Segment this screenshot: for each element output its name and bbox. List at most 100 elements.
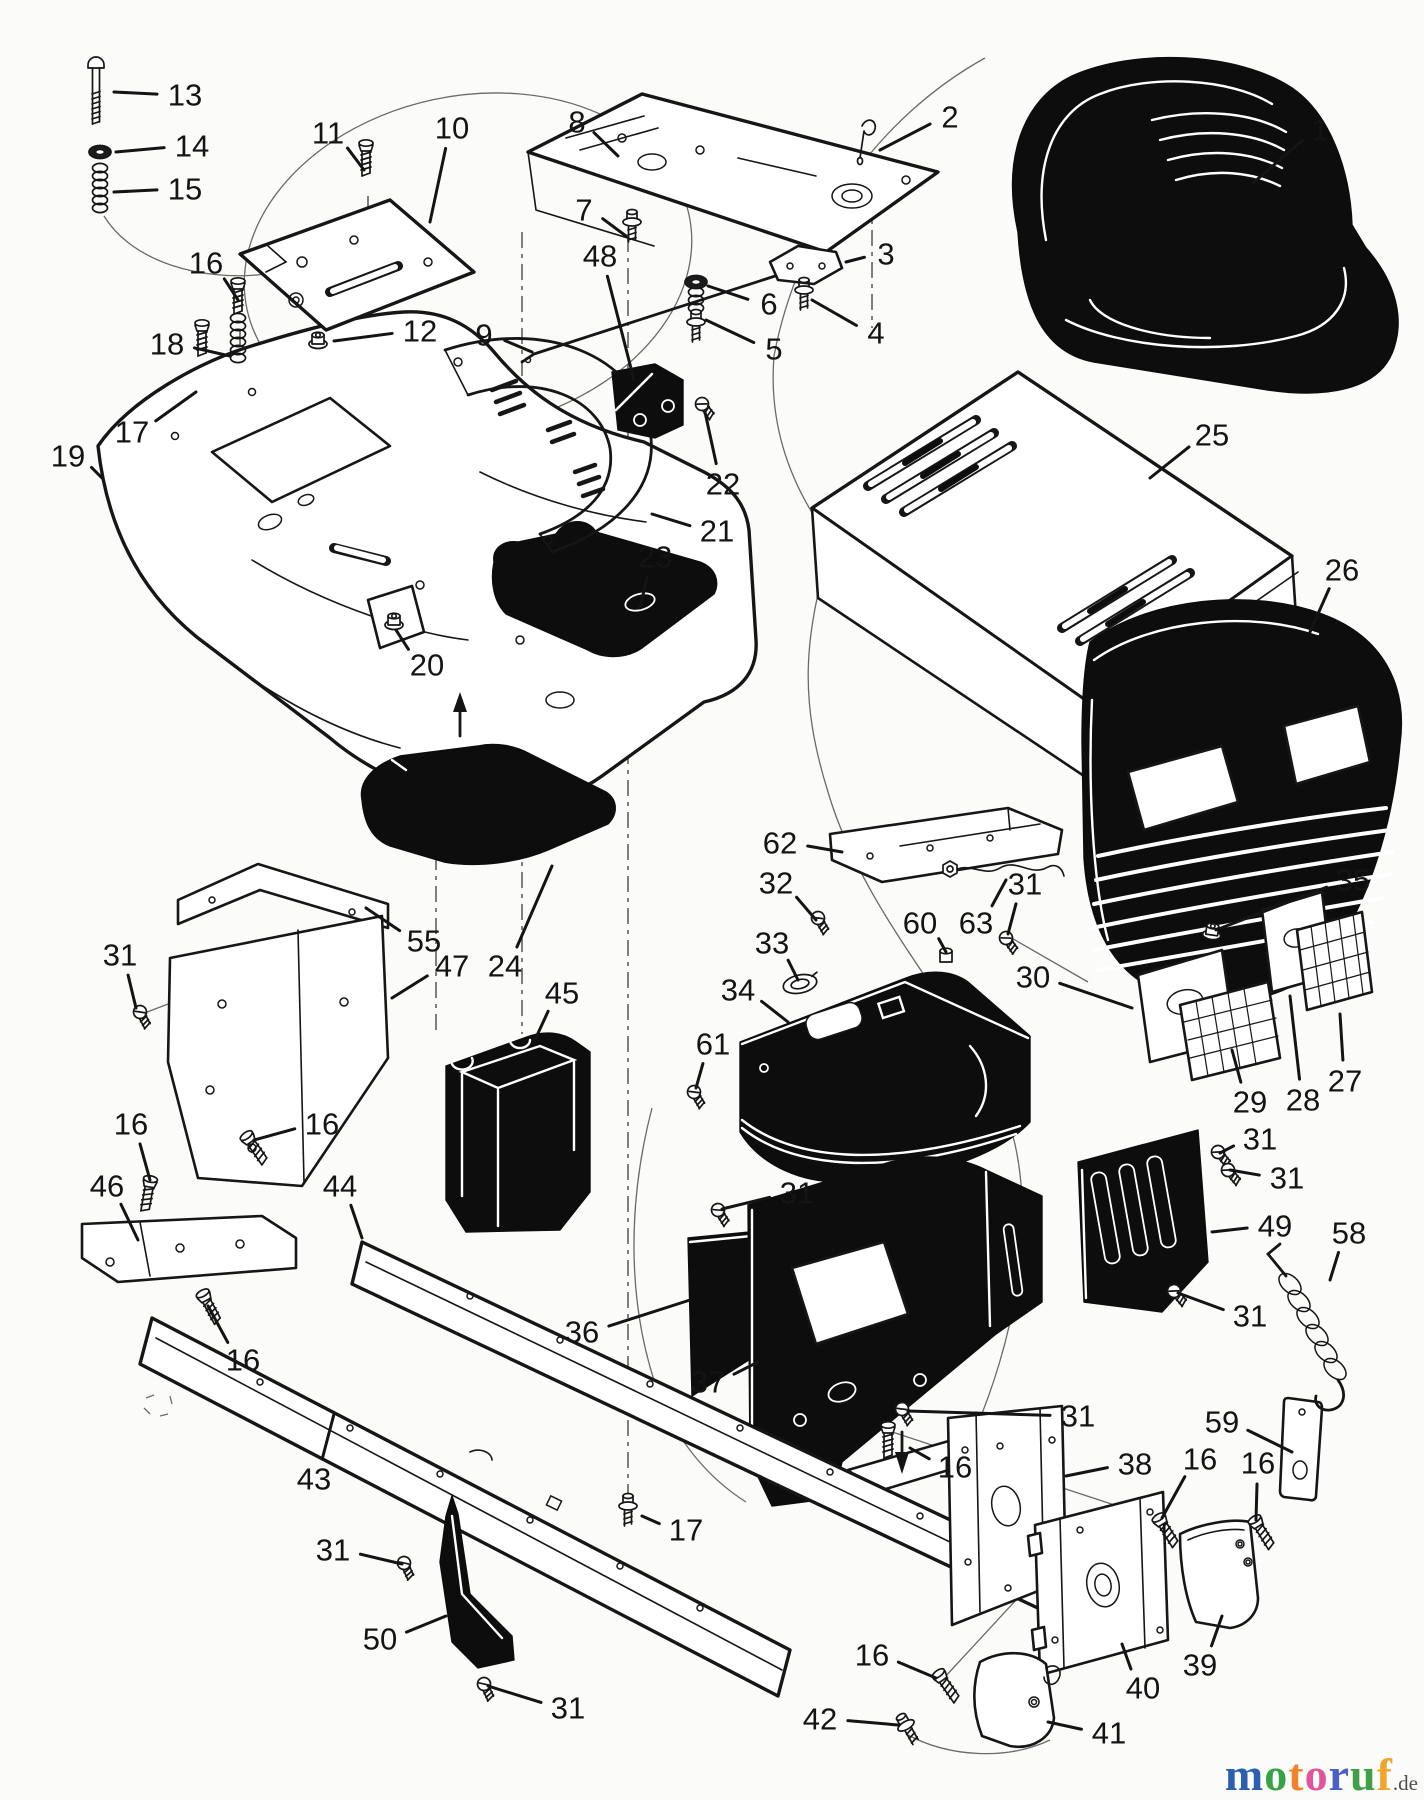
seat-bracket-part-3 <box>768 244 844 286</box>
hook-icon <box>856 119 877 166</box>
callout-leader-16 <box>896 1660 938 1680</box>
callout-label-31: 31 <box>1233 1299 1267 1334</box>
callout-label-31: 31 <box>1061 1399 1095 1434</box>
callout-label-58: 58 <box>1332 1216 1366 1251</box>
callout-leader-50 <box>404 1614 448 1634</box>
callout-label-16: 16 <box>114 1107 148 1142</box>
callout-leader-25 <box>1148 445 1191 480</box>
shoulder-screw-icon <box>794 276 814 311</box>
seat-part-1 <box>1011 56 1399 394</box>
callout-leader-35 <box>1214 885 1329 932</box>
callout-label-42: 42 <box>803 1702 837 1737</box>
flange-nut-icon <box>308 331 328 350</box>
callout-label-35: 35 <box>1336 863 1370 898</box>
callout-leader-61 <box>694 1062 705 1090</box>
callout-label-2: 2 <box>941 100 958 135</box>
logo-letter: r <box>1328 1749 1350 1800</box>
callout-label-43: 43 <box>297 1462 331 1497</box>
callout-leader-22 <box>703 410 718 466</box>
callout-label-4: 4 <box>867 316 884 351</box>
callout-label-63: 63 <box>959 906 993 941</box>
logo-letter: m <box>1224 1749 1265 1800</box>
callout-label-60: 60 <box>903 906 937 941</box>
callout-leader-17 <box>154 390 198 423</box>
callout-label-37: 37 <box>691 1365 725 1400</box>
callout-label-15: 15 <box>168 172 202 207</box>
callout-label-46: 46 <box>90 1169 124 1204</box>
side-shield-part-39 <box>1178 1519 1260 1630</box>
headlight-lens-part-27 <box>1295 910 1374 1012</box>
callout-leader-16 <box>206 1304 230 1344</box>
side-shield-part-41 <box>972 1651 1061 1749</box>
grouping-curve-panels <box>633 1107 747 1503</box>
callout-label-30: 30 <box>1016 960 1050 995</box>
shoulder-screw-icon <box>622 208 642 243</box>
hex-nut-icon <box>942 860 958 878</box>
frame-end-marks <box>143 1394 173 1417</box>
callout-leader-27 <box>1338 1012 1345 1062</box>
console-support-part-37 <box>747 1156 1043 1507</box>
motoruf-logo-suffix: .de <box>1392 1771 1418 1795</box>
callout-leader-7 <box>601 217 628 238</box>
callout-leader-31 <box>358 1552 404 1566</box>
callout-label-7: 7 <box>575 193 592 228</box>
callout-label-6: 6 <box>760 287 777 322</box>
callout-label-8: 8 <box>568 105 585 140</box>
callout-label-47: 47 <box>435 949 469 984</box>
callout-leader-45 <box>532 1009 550 1044</box>
shoulder-screw-icon <box>686 308 706 343</box>
hex-screw-icon <box>230 276 246 315</box>
pan-screw-icon <box>1220 1162 1242 1187</box>
callout-label-34: 34 <box>721 973 755 1008</box>
logo-letter: f <box>1376 1749 1393 1800</box>
callout-leader-36 <box>607 1298 692 1328</box>
callout-label-10: 10 <box>435 111 469 146</box>
hex-screw-icon <box>140 1174 159 1212</box>
callout-leader-14 <box>114 146 166 154</box>
headlight-opening-left <box>1126 744 1240 832</box>
support-bracket-part-48 <box>611 363 684 439</box>
callout-label-16: 16 <box>1183 1442 1217 1477</box>
callout-leader-39 <box>1209 1614 1224 1648</box>
callout-label-31: 31 <box>316 1533 350 1568</box>
callout-leader-16 <box>908 1446 931 1461</box>
pan-screw-icon <box>810 910 830 936</box>
key-plate-icon <box>782 971 818 995</box>
shoulder-screw-icon <box>618 1492 638 1527</box>
callout-label-50: 50 <box>363 1622 397 1657</box>
washer-icon <box>88 144 112 160</box>
callout-label-49: 49 <box>1258 1209 1292 1244</box>
callout-label-22: 22 <box>706 467 740 502</box>
callout-label-48: 48 <box>583 239 617 274</box>
rear-bracket-part-62 <box>828 806 1064 884</box>
fastener-layer <box>87 56 1275 1746</box>
carriage-bolt-icon <box>87 56 105 125</box>
logo-letter: o <box>1264 1749 1289 1800</box>
callout-label-31: 31 <box>780 1176 814 1211</box>
callout-leader-12 <box>332 331 394 343</box>
motoruf-logo-text: motoruf <box>1225 1749 1393 1800</box>
callout-label-33: 33 <box>755 926 789 961</box>
callout-leader-19 <box>90 465 104 480</box>
shoulder-screw-icon <box>895 1712 919 1746</box>
seat-pan-part-8 <box>526 92 940 254</box>
callout-leader-58 <box>1328 1250 1341 1282</box>
hex-screw-icon <box>931 1667 960 1704</box>
strap-plate-part-59 <box>1278 1396 1324 1502</box>
callout-label-44: 44 <box>323 1169 357 1204</box>
floor-mat-part-24 <box>360 743 616 866</box>
callout-label-19: 19 <box>51 439 85 474</box>
callout-label-61: 61 <box>696 1027 730 1062</box>
callout-label-25: 25 <box>1195 418 1229 453</box>
callout-leader-42 <box>846 1719 900 1727</box>
callout-label-14: 14 <box>175 129 209 164</box>
callout-label-31: 31 <box>1243 1122 1277 1157</box>
callout-label-59: 59 <box>1205 1405 1239 1440</box>
pan-screw-icon <box>710 1202 730 1228</box>
side-panel-part-47 <box>166 914 390 1188</box>
flange-nut-icon <box>1201 922 1222 941</box>
side-skirt-part-49 <box>1077 1129 1209 1313</box>
callout-leader-41 <box>1046 1720 1083 1731</box>
callout-leader-37 <box>732 1360 760 1376</box>
